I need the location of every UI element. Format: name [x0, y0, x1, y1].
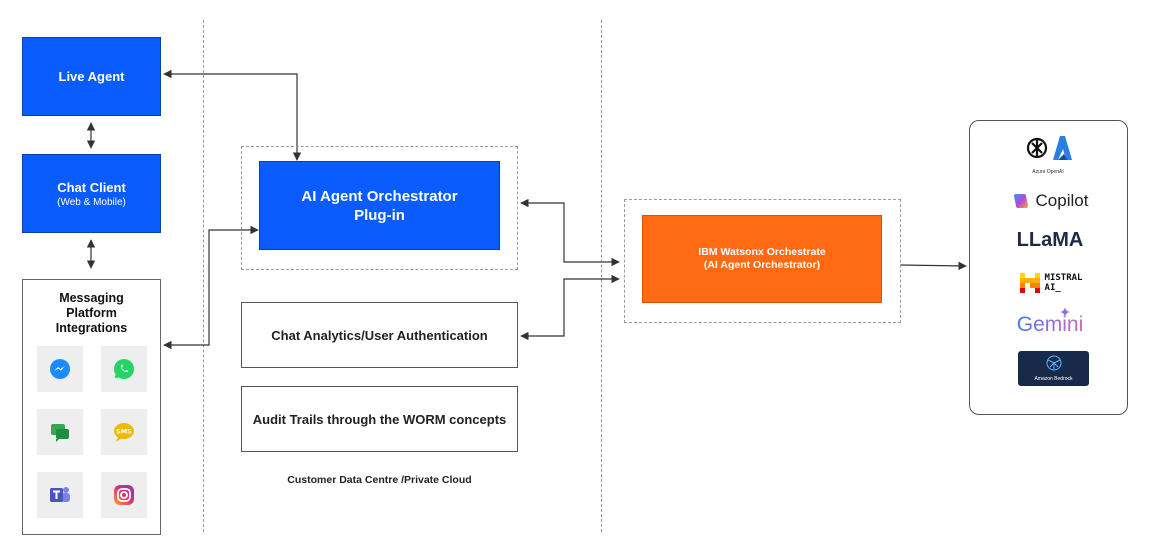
azure-openai-logo: Azure OpenAI [1020, 133, 1076, 183]
arrow-watsonx-models [899, 261, 967, 271]
openai-azure-icon [1026, 136, 1072, 160]
arrow-orchestrator-watsonx [520, 198, 620, 267]
chat-client-label: Chat Client [57, 179, 126, 195]
google-chat-icon [37, 409, 83, 455]
messenger-icon [37, 346, 83, 392]
arrow-live-orchestrator [163, 69, 302, 161]
llama-logo: LLaMA [1016, 229, 1084, 251]
whatsapp-icon [101, 346, 147, 392]
messaging-title: Messaging Platform Integrations [55, 291, 128, 335]
audit-trails-box: Audit Trails through the WORM concepts [241, 386, 518, 452]
llm-models-panel: Azure OpenAI Copilot LLaMA MISTRAL AI_ G… [969, 120, 1128, 415]
mistral-label-line1: MISTRAL [1044, 273, 1083, 283]
arrow-messaging-orchestrator [163, 225, 259, 350]
ai-agent-orchestrator-box: AI Agent Orchestrator Plug-in [259, 161, 500, 250]
mistral-logo: MISTRAL AI_ [1015, 270, 1085, 296]
azure-openai-caption: Azure OpenAI [1032, 169, 1064, 175]
watsonx-orchestrate-box: IBM Watsonx Orchestrate (AI Agent Orches… [642, 215, 882, 303]
watsonx-label-line2: (AI Agent Orchestrator) [703, 259, 821, 271]
mistral-label-line2: AI_ [1044, 283, 1061, 293]
bedrock-icon [1046, 355, 1061, 371]
zone-caption: Customer Data Centre /Private Cloud [287, 474, 472, 486]
arrow-analytics-watsonx [520, 274, 620, 341]
svg-text:SMS: SMS [116, 428, 132, 436]
teams-icon [37, 472, 83, 518]
chat-analytics-box: Chat Analytics/User Authentication [241, 302, 518, 368]
orchestrator-label-line1: AI Agent Orchestrator [301, 187, 458, 205]
chat-client-sublabel: (Web & Mobile) [57, 196, 126, 208]
live-agent-box: Live Agent [22, 37, 161, 116]
audit-trails-label: Audit Trails through the WORM concepts [252, 411, 507, 427]
copilot-icon [1013, 194, 1028, 208]
messaging-platforms-box: Messaging Platform Integrations SMS [22, 279, 161, 535]
gemini-sparkle-icon [1060, 307, 1070, 317]
gemini-label: Gemini [1016, 313, 1084, 336]
live-agent-label: Live Agent [58, 69, 125, 84]
orchestrator-label-line2: Plug-in [354, 206, 405, 224]
chat-analytics-label: Chat Analytics/User Authentication [271, 327, 488, 343]
mistral-wordmark: MISTRAL AI_ [1045, 273, 1083, 293]
sms-icon: SMS [101, 409, 147, 455]
watsonx-label-line1: IBM Watsonx Orchestrate [698, 246, 826, 258]
instagram-icon [101, 472, 147, 518]
gemini-logo: Gemini [990, 307, 1110, 337]
messaging-icon-grid: SMS [37, 346, 147, 518]
copilot-label: Copilot [1035, 191, 1089, 210]
copilot-logo: Copilot [990, 190, 1110, 212]
bedrock-caption: Amazon Bedrock [1034, 376, 1073, 382]
chat-client-box: Chat Client (Web & Mobile) [22, 154, 161, 233]
watsonx-dashed-frame [624, 199, 901, 323]
orchestrator-dashed-frame [241, 146, 518, 270]
mistral-icon [1019, 273, 1040, 293]
amazon-bedrock-logo: Amazon Bedrock [1018, 351, 1089, 386]
